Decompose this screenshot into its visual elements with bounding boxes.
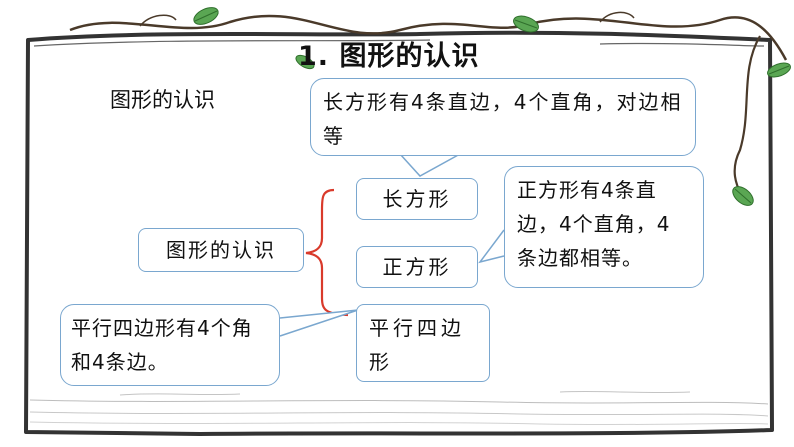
leaf-icon bbox=[295, 54, 315, 70]
square-callout-tail bbox=[478, 229, 505, 264]
leaf-icon bbox=[193, 7, 219, 25]
leaf-icon bbox=[732, 186, 754, 206]
branch-rectangle: 长方形 bbox=[356, 178, 478, 220]
page-subtitle: 图形的认识 bbox=[110, 88, 215, 112]
parallelogram-callout-tail bbox=[279, 309, 359, 337]
parallelogram-callout: 平行四边形有4个角和4条边。 bbox=[60, 304, 280, 386]
leaf-icon bbox=[513, 15, 539, 33]
square-callout: 正方形有4条直边，4个直角，4条边都相等。 bbox=[504, 166, 704, 288]
rectangle-callout-tail bbox=[399, 153, 461, 177]
page-title: 1. 图形的认识 bbox=[298, 41, 480, 72]
branch-square: 正方形 bbox=[356, 246, 478, 288]
rectangle-callout: 长方形有4条直边，4个直角，对边相等 bbox=[310, 78, 696, 156]
curly-brace bbox=[305, 188, 349, 317]
branch-parallelogram: 平行四边形 bbox=[356, 304, 490, 382]
root-node: 图形的认识 bbox=[138, 228, 304, 272]
leaf-icon bbox=[767, 62, 791, 78]
